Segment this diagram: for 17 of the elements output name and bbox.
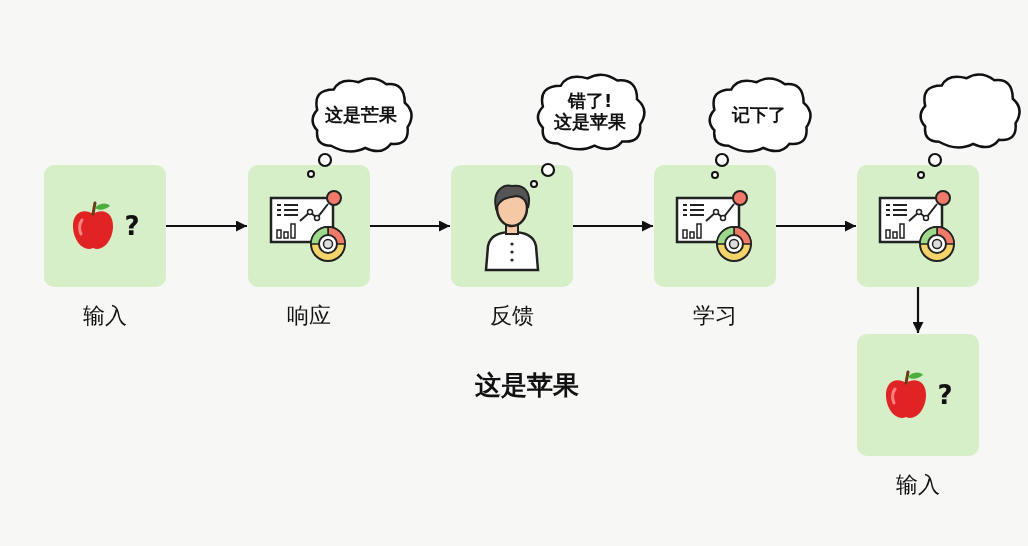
- arrow: [776, 220, 856, 232]
- arrow: [166, 220, 247, 232]
- bubble-text: 这是芒果: [324, 104, 398, 126]
- step-label: 输入: [83, 302, 127, 330]
- bubble-text: 记下了: [730, 104, 787, 126]
- caption-text: 这是苹果: [475, 368, 579, 402]
- question-mark: ?: [124, 211, 140, 241]
- arrow: [370, 220, 450, 232]
- step-label: 学习: [693, 302, 737, 330]
- bubble-text: 错了! 这是苹果: [553, 91, 627, 133]
- question-mark: ?: [937, 380, 953, 410]
- arrow: [573, 220, 653, 232]
- step-label: 响应: [287, 302, 331, 330]
- step-label: 输入: [896, 471, 940, 499]
- step-label: 反馈: [490, 302, 534, 330]
- step-box: [857, 165, 979, 287]
- arrow: [912, 287, 924, 333]
